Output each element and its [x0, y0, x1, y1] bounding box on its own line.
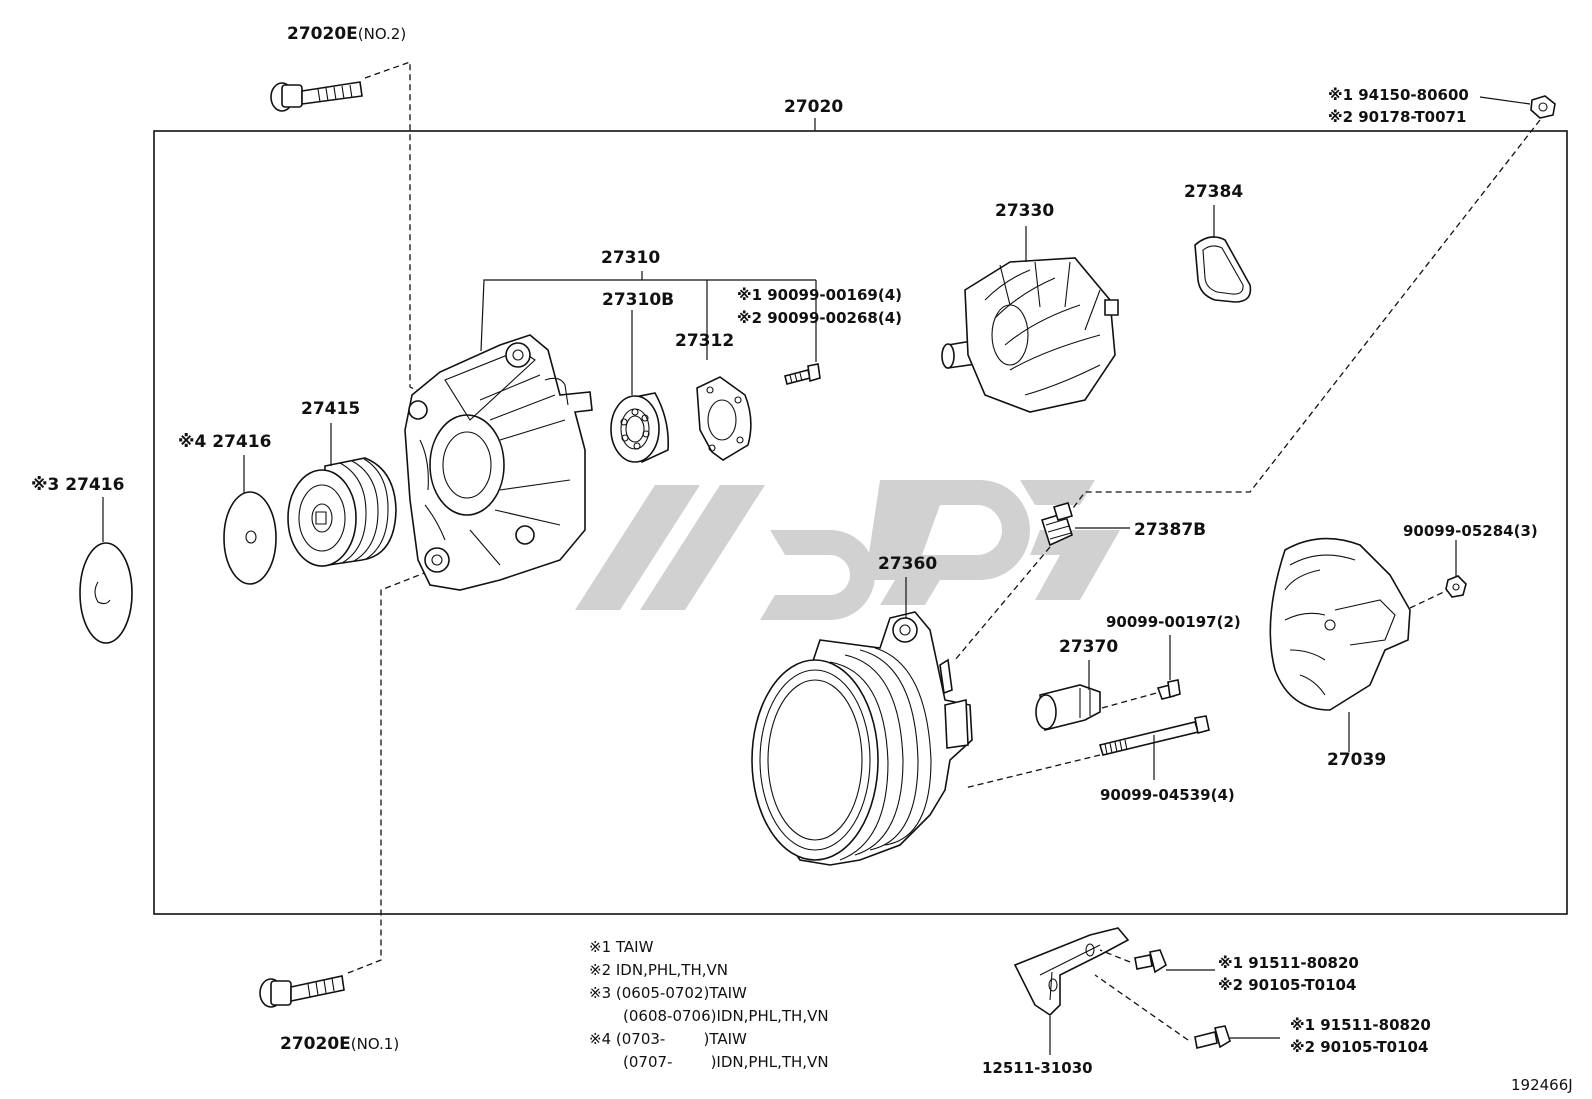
- drawing-number: 192466J: [1511, 1076, 1573, 1094]
- bracket-bolt-lower-drawing: [1194, 1025, 1231, 1049]
- label-screw-a-line2: ※2 90099-00268(4): [737, 309, 902, 327]
- label-nut-top-line1: ※1 94150-80600: [1328, 86, 1469, 104]
- regulator-27370-drawing: [1035, 684, 1101, 731]
- nut-90099-05284-drawing: [1445, 575, 1467, 598]
- label-screw-90099-00197: 90099-00197(2): [1106, 613, 1241, 631]
- footnotes: ※1 TAIW ※2 IDN,PHL,TH,VN ※3 (0605-0702)T…: [589, 938, 829, 1071]
- label-rotor-27330: 27330: [995, 201, 1054, 221]
- assembly-frame-box: [153, 130, 1568, 915]
- bearing-27310b-drawing: [610, 392, 670, 464]
- washer-27416-type3-drawing: [79, 542, 133, 644]
- label-bracket-bolt1-line1: ※1 91511-80820: [1218, 954, 1359, 972]
- label-retainer-27312: 27312: [675, 331, 734, 351]
- retainer-plate-27312-drawing: [696, 376, 752, 461]
- label-drive-end-27360: 27360: [878, 554, 937, 574]
- label-pulley-27415: 27415: [301, 399, 360, 419]
- screw-90099-00197-drawing: [1156, 679, 1181, 700]
- rotor-27330-drawing: [941, 257, 1119, 413]
- screw-90099-00169-drawing: [784, 363, 821, 385]
- label-bearing-27310b: 27310B: [602, 290, 674, 310]
- label-assembly-27020: 27020: [784, 97, 843, 117]
- bolt-27020e-no2-drawing: [270, 81, 363, 112]
- label-washer-27416-type4: ※4 27416: [178, 432, 271, 452]
- footnote-4: ※4 (0703- )TAIW: [589, 1030, 747, 1048]
- cover-ring-27384-drawing: [1194, 236, 1252, 303]
- label-washer-27416-type3: ※3 27416: [31, 475, 124, 495]
- label-bracket-12511-31030: 12511-31030: [982, 1059, 1093, 1077]
- rear-cover-27039-drawing: [1269, 537, 1411, 711]
- footnote-3-cont: (0608-0706)IDN,PHL,TH,VN: [623, 1007, 829, 1025]
- drive-end-frame-27310-drawing: [404, 334, 593, 591]
- label-terminal-27387b: 27387B: [1134, 520, 1206, 540]
- label-nut-90099-05284: 90099-05284(3): [1403, 522, 1538, 540]
- label-through-bolt-90099-04539: 90099-04539(4): [1100, 786, 1235, 804]
- footnote-2: ※2 IDN,PHL,TH,VN: [589, 961, 728, 979]
- washer-27416-type4-drawing: [223, 491, 277, 585]
- label-nut-top-line2: ※2 90178-T0071: [1328, 108, 1466, 126]
- bracket-12511-31030-drawing: [1013, 927, 1130, 1017]
- stator-housing-27360-drawing: [751, 611, 973, 866]
- label-bolt-27020e-no1: 27020E(NO.1): [280, 1034, 399, 1054]
- label-frame-27310: 27310: [601, 248, 660, 268]
- label-cover-ring-27384: 27384: [1184, 182, 1243, 202]
- pulley-27415-drawing: [287, 457, 397, 567]
- terminal-27387b-drawing: [1040, 502, 1074, 547]
- watermark-logo: [575, 480, 1120, 620]
- label-bolt-27020e-no2: 27020E(NO.2): [287, 24, 406, 44]
- label-screw-a-line1: ※1 90099-00169(4): [737, 286, 902, 304]
- label-regulator-27370: 27370: [1059, 637, 1118, 657]
- footnote-4-cont: (0707- )IDN,PHL,TH,VN: [623, 1053, 829, 1071]
- footnote-3: ※3 (0605-0702)TAIW: [589, 984, 747, 1002]
- bracket-bolt-upper-drawing: [1134, 949, 1167, 974]
- label-bracket-bolt1-line2: ※2 90105-T0104: [1218, 976, 1356, 994]
- nut-94150-80600-drawing: [1530, 95, 1556, 119]
- footnote-1: ※1 TAIW: [589, 938, 654, 956]
- through-bolt-90099-04539-drawing: [1098, 715, 1210, 756]
- label-bracket-bolt2-line2: ※2 90105-T0104: [1290, 1038, 1428, 1056]
- label-rear-cover-27039: 27039: [1327, 750, 1386, 770]
- label-bracket-bolt2-line1: ※1 91511-80820: [1290, 1016, 1431, 1034]
- bolt-27020e-no1-drawing: [259, 975, 345, 1008]
